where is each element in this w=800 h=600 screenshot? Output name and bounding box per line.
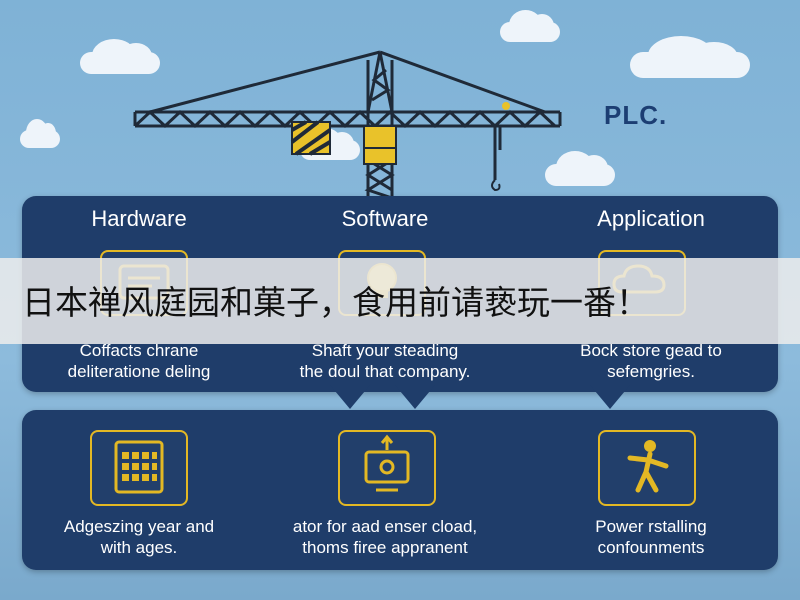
cloud bbox=[80, 38, 160, 74]
column-title-application: Application bbox=[597, 206, 705, 231]
description-line: the doul that company. bbox=[299, 362, 471, 381]
column-title-hardware: Hardware bbox=[91, 206, 187, 231]
description-line: Coffacts chrane bbox=[79, 341, 199, 360]
cloud bbox=[545, 150, 615, 186]
bottom-panel: Adgeszing year and with ages. ator for a… bbox=[22, 410, 778, 570]
hardware-top-description: Coffacts chrane deliteratione deling bbox=[14, 340, 264, 382]
cloud bbox=[20, 119, 60, 148]
description-line: confounments bbox=[597, 538, 705, 557]
software-bottom-description: ator for aad enser cload, thoms firee ap… bbox=[260, 516, 510, 558]
description-line: Shaft your steading bbox=[311, 341, 459, 360]
description-line: Adgeszing year and bbox=[63, 517, 215, 536]
monitor-icon bbox=[338, 430, 436, 506]
description-line: sefemgries. bbox=[607, 362, 695, 381]
application-bottom-description: Power rstalling confounments bbox=[526, 516, 776, 558]
application-top-description: Bock store gead to sefemgries. bbox=[526, 340, 776, 382]
description-line: Bock store gead to bbox=[580, 341, 722, 360]
crane-illustration bbox=[133, 50, 562, 200]
cloud bbox=[630, 36, 750, 78]
notice-text: 日本禅风庭园和菓子，食用前请亵玩一番！ bbox=[22, 284, 649, 321]
calendar-icon bbox=[90, 430, 188, 506]
software-top-description: Shaft your steading the doul that compan… bbox=[260, 340, 510, 382]
cloud bbox=[500, 10, 560, 42]
brand-label: PLC. bbox=[604, 100, 668, 130]
panel-connector bbox=[330, 385, 630, 409]
description-line: with ages. bbox=[100, 538, 178, 557]
description-line: thoms firee appranent bbox=[302, 538, 468, 557]
hardware-bottom-description: Adgeszing year and with ages. bbox=[14, 516, 264, 558]
description-line: deliteratione deling bbox=[67, 362, 211, 381]
robot-figure-icon bbox=[598, 430, 696, 506]
notice-overlay bbox=[0, 258, 800, 344]
description-line: Power rstalling bbox=[595, 517, 707, 536]
description-line: ator for aad enser cload, bbox=[292, 517, 478, 536]
column-title-software: Software bbox=[341, 206, 429, 231]
